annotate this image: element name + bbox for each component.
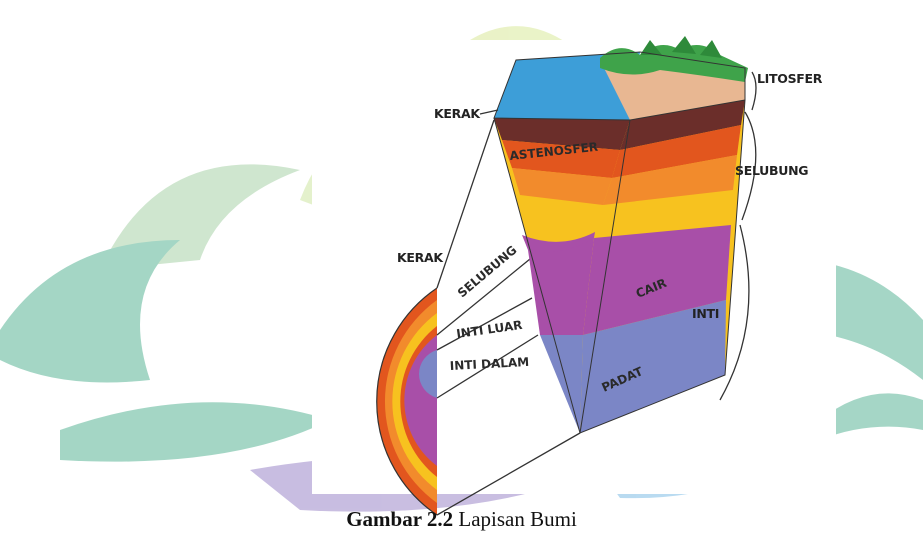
label-kerak-left: KERAK bbox=[397, 250, 444, 265]
label-inti-right: INTI bbox=[692, 306, 719, 321]
caption-title: Lapisan Bumi bbox=[458, 507, 576, 531]
label-kerak-top: KERAK bbox=[434, 106, 481, 121]
figure-caption: Gambar 2.2 Lapisan Bumi bbox=[0, 507, 923, 532]
label-litosfer: LITOSFER bbox=[757, 71, 823, 86]
label-selubung-right: SELUBUNG bbox=[735, 163, 808, 178]
caption-number: Gambar 2.2 bbox=[346, 507, 453, 531]
